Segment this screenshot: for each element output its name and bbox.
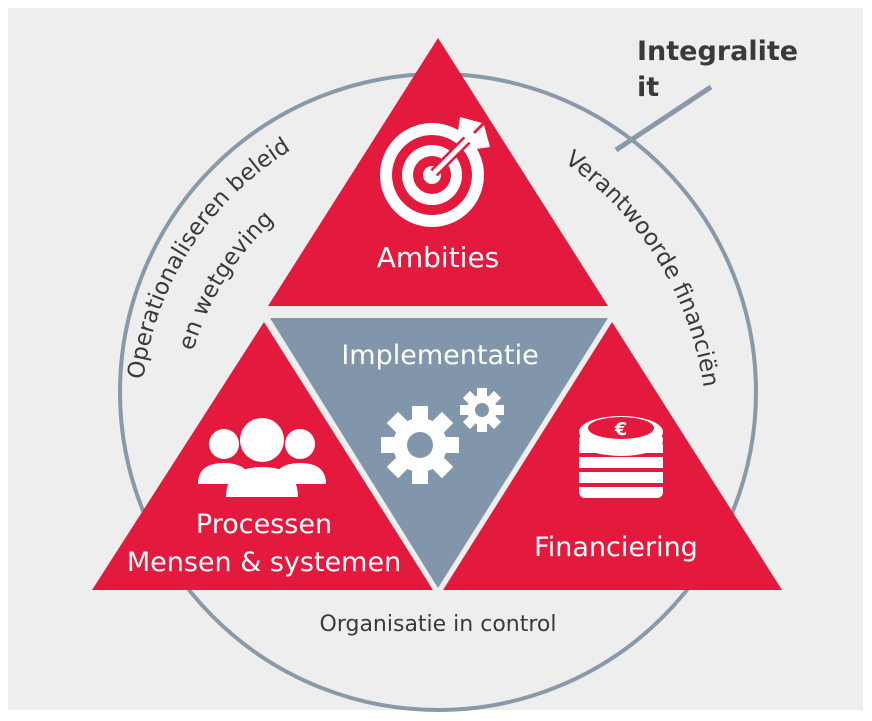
label-implementatie: Implementatie: [341, 340, 538, 371]
target-icon: [380, 117, 490, 227]
label-financiering: Financiering: [534, 532, 698, 563]
label-mensen-systemen: Mensen & systemen: [127, 547, 401, 578]
euro-coins-icon: €: [579, 416, 663, 498]
callout-line: [614, 84, 713, 153]
label-processen: Processen: [196, 509, 332, 540]
people-icon: [198, 418, 326, 497]
label-ambities: Ambities: [377, 241, 500, 274]
corner-label-line2: it: [637, 72, 659, 103]
circle-label-bottom: Organisatie in control: [320, 612, 557, 637]
svg-text:€: €: [614, 419, 628, 440]
gears-icon: [381, 388, 504, 484]
corner-label-line1: Integralite: [637, 36, 798, 67]
